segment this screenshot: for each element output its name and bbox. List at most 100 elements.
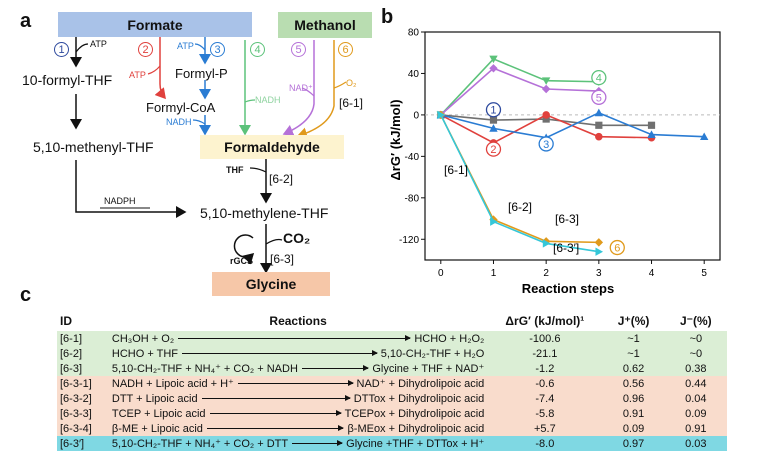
x-tick-label: 5 xyxy=(701,268,707,279)
data-point xyxy=(594,108,604,117)
row-jminus: ~0 xyxy=(664,331,727,346)
x-tick-label: 2 xyxy=(543,268,549,279)
row-jplus: ~1 xyxy=(602,346,665,361)
y-tick-label: 0 xyxy=(413,110,419,121)
header-reactions: Reactions xyxy=(269,314,327,328)
reaction-reactants: TCEP + Lipoic acid xyxy=(111,407,206,420)
row-dg: -0.6 xyxy=(487,376,603,391)
panel-c-label: c xyxy=(20,284,32,306)
step-6-3-label: [6-3] xyxy=(270,252,295,266)
annotation-6-3: [6-3] xyxy=(555,212,579,226)
chart-xlabel: Reaction steps xyxy=(522,281,614,296)
reaction-arrow xyxy=(237,380,354,386)
methylene-thf-label: 5,10-methylene-THF xyxy=(200,205,329,221)
reaction-products: HCHO + H₂O₂ xyxy=(414,332,485,345)
nadph-label: NADPH xyxy=(104,196,136,206)
series-line xyxy=(440,57,599,116)
route-4-chart-marker xyxy=(591,69,607,86)
nadh-label-1: NADH xyxy=(166,117,192,127)
formyl-coa-label: Formyl-CoA xyxy=(146,100,216,115)
y-tick-label: 40 xyxy=(408,69,420,80)
row-jplus: 0.62 xyxy=(602,361,665,376)
route-1-marker: 1 xyxy=(54,42,69,57)
y-tick-label: -40 xyxy=(405,152,420,163)
data-point xyxy=(647,121,656,129)
row-jminus: 0.38 xyxy=(664,361,727,376)
route-3-marker: 3 xyxy=(210,42,225,57)
reaction-reactants: β-ME + Lipoic acid xyxy=(111,422,203,435)
reaction-products: 5,10-CH₂-THF + H₂O xyxy=(380,347,485,360)
data-point xyxy=(595,132,603,141)
x-tick-label: 1 xyxy=(491,268,497,279)
x-tick-label: 0 xyxy=(438,268,444,279)
data-point xyxy=(542,111,550,119)
route-1-chart-label: 1 xyxy=(490,105,496,117)
plot-frame xyxy=(424,31,721,261)
data-point xyxy=(541,77,551,85)
data-point xyxy=(489,124,498,132)
series-line xyxy=(440,67,599,116)
row-jminus: ~0 xyxy=(664,346,727,361)
series-line xyxy=(440,111,705,139)
route-3-chart-label: 3 xyxy=(543,139,549,151)
row-dg: -5.8 xyxy=(487,406,603,421)
reaction-arrow xyxy=(209,410,342,416)
row-id: [6-3-1] xyxy=(57,376,109,391)
data-point xyxy=(647,130,656,138)
glycine-box: Glycine xyxy=(212,272,330,296)
formyl-thf-label: 10-formyl-THF xyxy=(22,72,113,88)
row-dg: -7.4 xyxy=(487,391,603,406)
reaction-products: Glycine + THF + NAD⁺ xyxy=(372,363,485,375)
table-row: [6-3-1]NADH + Lipoic acid + H⁺ NAD⁺ + Dih… xyxy=(57,376,727,391)
data-point xyxy=(542,239,551,248)
reaction-arrow xyxy=(201,395,351,401)
series-4 xyxy=(436,55,604,120)
row-reaction: 5,10-CH₂-THF + NH₄⁺ + CO₂ + NADH Glycine … xyxy=(108,361,488,376)
row-id: [6-3-4] xyxy=(57,421,109,436)
methenyl-thf-label: 5,10-methenyl-THF xyxy=(33,139,154,155)
annotation-6-3-prime: [6-3′] xyxy=(553,241,579,255)
route-3-chart-marker xyxy=(538,136,554,152)
reaction-reactants: 5,10-CH₂-THF + NH₄⁺ + CO₂ + DTT xyxy=(111,438,289,450)
header-jplus: J⁺(%) xyxy=(617,314,650,328)
co2-label: CO₂ xyxy=(283,230,311,246)
data-point xyxy=(595,247,604,256)
reaction-arrow xyxy=(292,440,344,446)
reaction-reactants: 5,10-CH₂-THF + NH₄⁺ + CO₂ + NADH xyxy=(111,363,298,375)
reaction-reactants: NADH + Lipoic acid + H⁺ xyxy=(111,378,234,390)
reaction-products: TCEPox + Dihydrolipoic acid xyxy=(344,407,485,420)
reaction-products: NAD⁺ + Dihydrolipoic acid xyxy=(356,378,485,390)
data-point xyxy=(489,116,498,124)
annotation-6-2: [6-2] xyxy=(508,200,532,214)
step-6-2-label: [6-2] xyxy=(269,172,294,186)
annotation-6-1: [6-1] xyxy=(444,163,468,177)
route-2-chart-marker xyxy=(485,141,502,157)
formate-box: Formate xyxy=(58,12,252,37)
reaction-arrow xyxy=(301,365,370,371)
data-point xyxy=(489,64,498,73)
row-jminus: 0.03 xyxy=(664,436,727,451)
row-id: [6-3-2] xyxy=(57,391,109,406)
panel-b-label: b xyxy=(381,6,394,28)
atp-label-2: ATP xyxy=(129,70,146,80)
rgcs-label: rGCS xyxy=(230,256,254,266)
row-jplus: 0.97 xyxy=(602,436,665,451)
row-dg: -8.0 xyxy=(487,436,603,451)
route-6-chart-label: 6 xyxy=(614,243,620,255)
series-5 xyxy=(436,64,604,120)
y-tick-label: -120 xyxy=(399,235,419,246)
row-jminus: 0.44 xyxy=(664,376,727,391)
data-point xyxy=(594,238,604,247)
